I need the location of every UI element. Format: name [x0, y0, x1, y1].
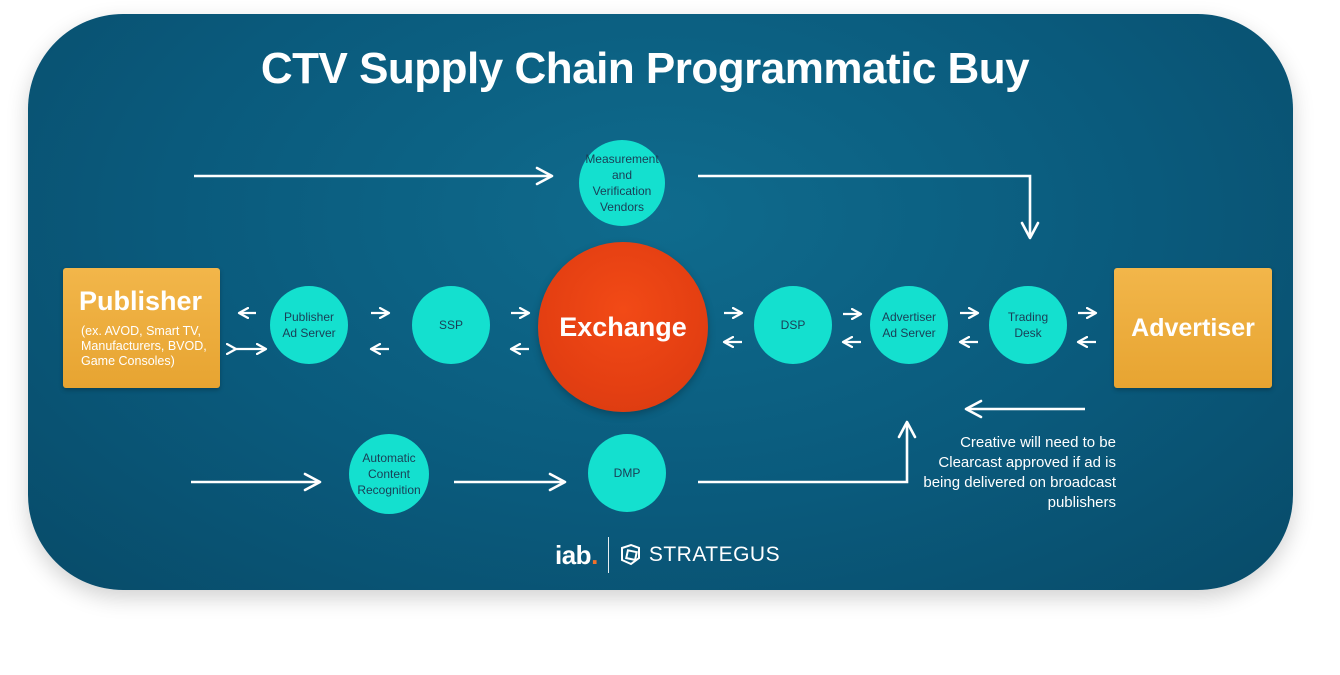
node-dsp: DSP — [754, 286, 832, 364]
node-automatic-content-recognition: Automatic Content Recognition — [349, 434, 429, 514]
node-measurement-verification: Measurement and Verification Vendors — [579, 140, 665, 226]
node-trading-desk: Trading Desk — [989, 286, 1067, 364]
node-ssp: SSP — [412, 286, 490, 364]
node-publisher-ad-server: Publisher Ad Server — [270, 286, 348, 364]
publisher-box: Publisher (ex. AVOD, Smart TV, Manufactu… — [63, 268, 220, 388]
arrow-measurement-to-trading-desk — [698, 174, 1040, 240]
node-advertiser-ad-server: Advertiser Ad Server — [870, 286, 948, 364]
publisher-examples: (ex. AVOD, Smart TV, Manufacturers, BVOD… — [81, 324, 207, 368]
publisher-label: Publisher — [79, 286, 203, 316]
node-exchange: Exchange — [538, 242, 708, 412]
iab-logo: iab. — [555, 539, 598, 570]
advertiser-label: Advertiser — [1131, 313, 1255, 342]
page-title: CTV Supply Chain Programmatic Buy — [260, 44, 1030, 93]
strategus-logo-text: STRATEGUS — [648, 543, 781, 566]
exchange-label: Exchange — [559, 311, 687, 342]
strategus-icon — [620, 543, 640, 566]
arrow-dmp-to-advertiser-ad-server — [698, 420, 917, 484]
clearcast-note: Creative will need to be Clearcast appro… — [923, 434, 1116, 511]
footer-logos: iab. STRATEGUS — [555, 535, 780, 575]
advertiser-box: Advertiser — [1114, 268, 1272, 388]
node-dmp: DMP — [588, 434, 666, 512]
logo-divider — [607, 537, 609, 573]
